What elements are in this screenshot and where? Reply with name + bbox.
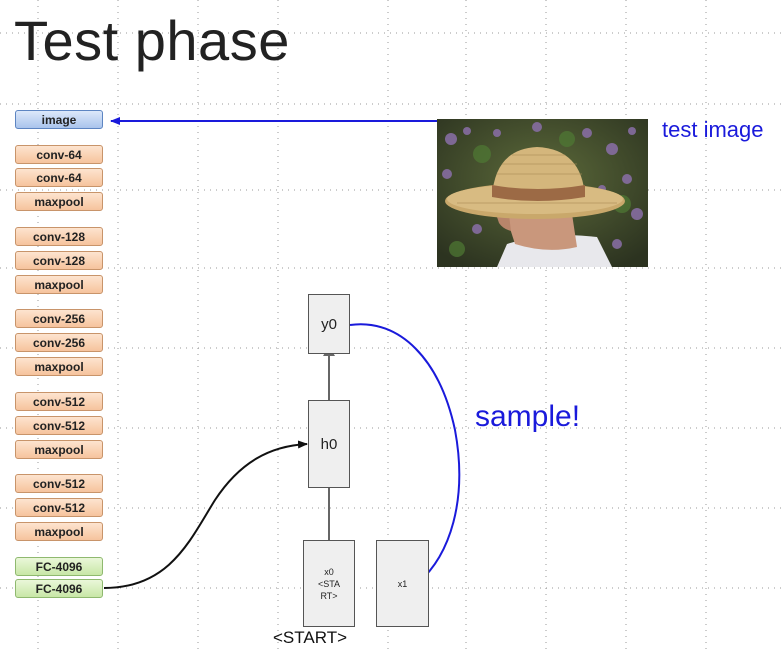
layer-conv-128-b: conv-128 xyxy=(15,251,103,270)
input-node-line-2: <STA xyxy=(317,578,341,589)
hidden-node-label: h0 xyxy=(320,435,338,453)
layer-conv-128-a: conv-128 xyxy=(15,227,103,246)
output-node-label: y0 xyxy=(321,315,337,333)
layer-conv-256-b: conv-256 xyxy=(15,333,103,352)
input-node-line-1: x0 xyxy=(324,566,334,577)
start-label: <START> xyxy=(273,628,348,647)
layer-conv-64-b: conv-64 xyxy=(15,168,103,187)
layer-conv-512-b: conv-512 xyxy=(15,416,103,435)
layer-image-input: image xyxy=(15,110,103,129)
test-image-label: test image xyxy=(662,117,764,142)
man-in-straw-hat-photo xyxy=(437,119,648,267)
page-title: Test phase xyxy=(14,9,290,72)
output-node-y0: y0 xyxy=(308,294,350,354)
input-node-x1-label: x1 xyxy=(397,578,408,589)
layer-conv-512-c: conv-512 xyxy=(15,474,103,493)
layer-maxpool-5: maxpool xyxy=(15,522,103,541)
hidden-node-h0: h0 xyxy=(308,400,350,488)
layer-conv-64-a: conv-64 xyxy=(15,145,103,164)
layer-conv-512-d: conv-512 xyxy=(15,498,103,517)
layer-fc-4096-b: FC-4096 xyxy=(15,579,103,598)
input-node-x0: x0 <STA RT> xyxy=(303,540,355,627)
layer-maxpool-1: maxpool xyxy=(15,192,103,211)
layer-conv-256-a: conv-256 xyxy=(15,309,103,328)
input-node-line-3: RT> xyxy=(320,590,338,601)
layer-conv-512-a: conv-512 xyxy=(15,392,103,411)
layer-fc-4096-a: FC-4096 xyxy=(15,557,103,576)
layer-maxpool-2: maxpool xyxy=(15,275,103,294)
sample-label: sample! xyxy=(475,400,581,433)
input-node-x1: x1 xyxy=(376,540,429,627)
layer-maxpool-4: maxpool xyxy=(15,440,103,459)
layer-maxpool-3: maxpool xyxy=(15,357,103,376)
